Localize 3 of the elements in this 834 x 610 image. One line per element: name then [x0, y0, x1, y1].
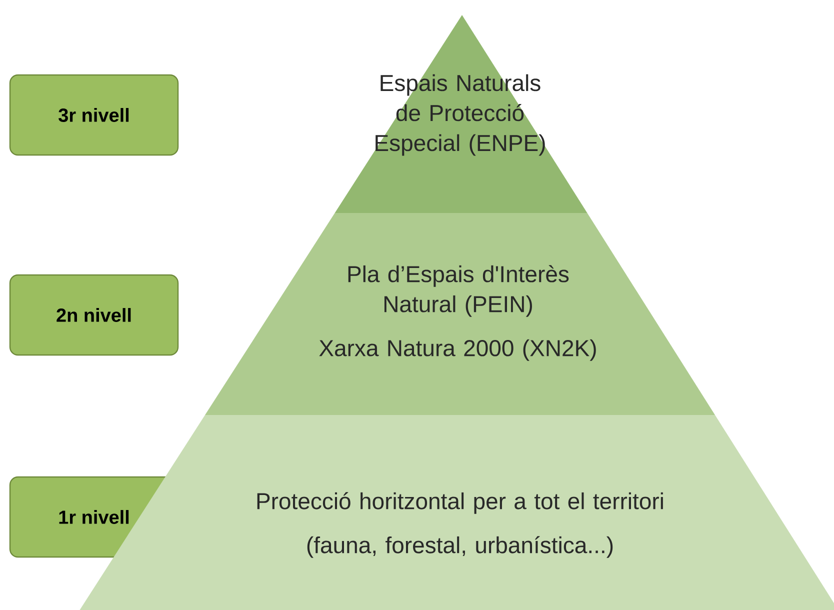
level-box: 3r nivell: [9, 74, 179, 156]
pyramid-tier: Pla d’Espais d'Interès Natural (PEIN) Xarxa Natura 2000 (XN2K): [205, 213, 716, 415]
level-box: 2n nivell: [9, 274, 179, 356]
